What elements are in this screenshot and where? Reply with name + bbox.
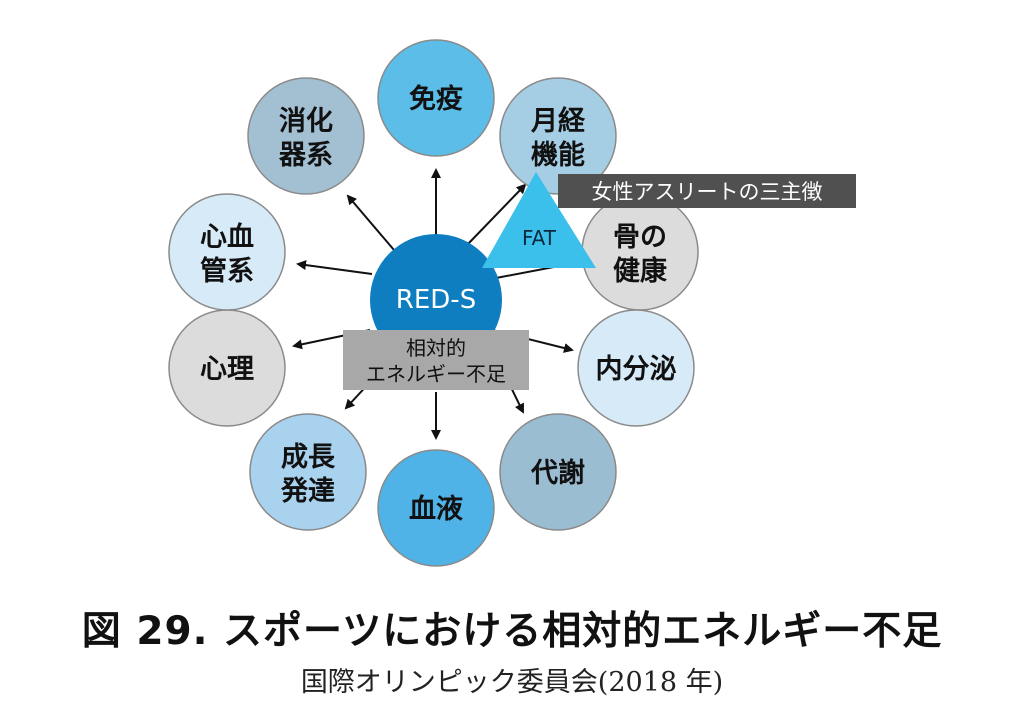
node-circle-blood — [377, 449, 495, 567]
node-label-growth-1: 成長 — [281, 442, 336, 473]
node-immune: 免疫 — [377, 39, 495, 157]
node-label-psychology-1: 心理 — [200, 354, 254, 385]
node-circle-metabolism — [499, 413, 617, 531]
energy-deficiency-box — [343, 330, 529, 390]
fat-label: FAT — [522, 226, 557, 250]
female-athlete-triad-tag — [558, 174, 856, 208]
node-label-endocrine-1: 内分泌 — [596, 354, 677, 385]
node-endocrine: 内分泌 — [577, 309, 695, 427]
node-label-digestive-1: 消化 — [279, 106, 333, 137]
node-label-metabolism-1: 代謝 — [530, 458, 585, 489]
node-label-cardiovascular-2: 管系 — [200, 256, 254, 287]
node-circle-endocrine — [577, 309, 695, 427]
red-s-label: RED-S — [396, 285, 476, 315]
node-circle-digestive — [247, 77, 365, 195]
figure-source: 国際オリンピック委員会(2018 年) — [300, 667, 724, 698]
fat-triangle — [482, 172, 596, 268]
node-blood: 血液 — [377, 449, 495, 567]
node-label-blood-1: 血液 — [409, 494, 463, 525]
node-circle-immune — [377, 39, 495, 157]
node-metabolism: 代謝 — [499, 413, 617, 531]
female-athlete-triad-label: 女性アスリートの三主徴 — [592, 180, 823, 204]
node-label-bone-1: 骨の — [613, 222, 667, 253]
node-circle-cardiovascular — [168, 193, 286, 311]
node-label-menstrual-2: 機能 — [531, 139, 585, 171]
node-label-menstrual-1: 月経 — [530, 105, 586, 137]
arrow-to-cardiovascular — [296, 260, 373, 275]
node-label-immune-1: 免疫 — [409, 83, 463, 115]
arrow-to-menstrual — [467, 183, 527, 245]
node-label-cardiovascular-1: 心血 — [200, 222, 254, 253]
energy-deficiency-line2: エネルギー不足 — [366, 362, 506, 386]
arrow-to-digestive — [346, 194, 395, 251]
node-circle-growth — [249, 413, 367, 531]
energy-deficiency-line1: 相対的 — [406, 336, 466, 360]
node-label-digestive-2: 器系 — [278, 140, 333, 171]
node-label-growth-2: 発達 — [280, 476, 335, 507]
figure-caption: 図 29. スポーツにおける相対的エネルギー不足 — [81, 609, 943, 654]
node-psychology: 心理 — [168, 309, 286, 427]
node-label-bone-2: 健康 — [613, 255, 668, 287]
